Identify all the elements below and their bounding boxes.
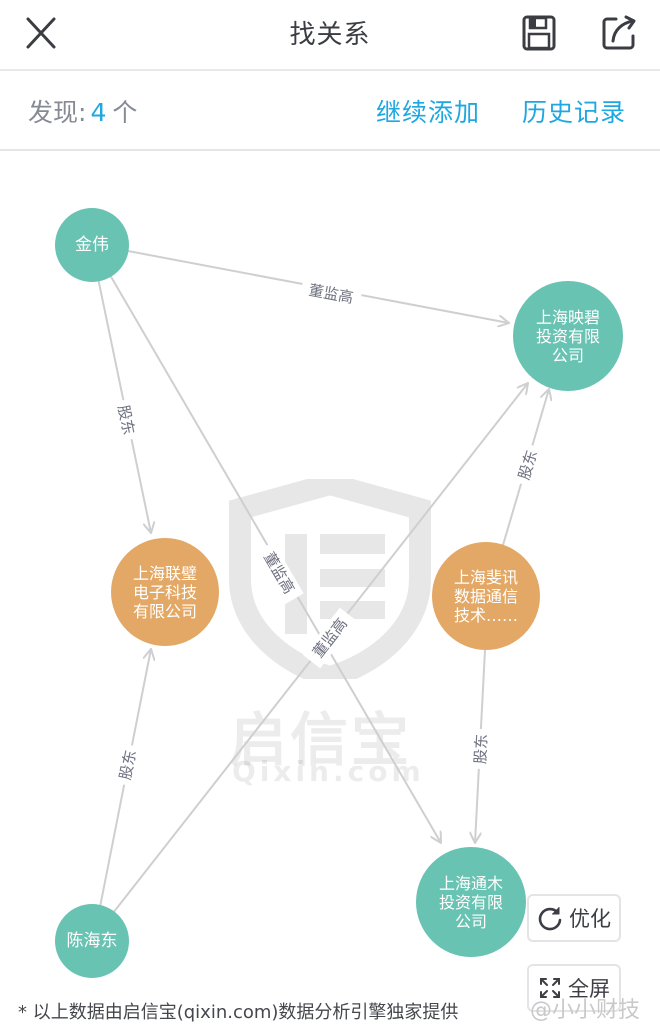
edge-label: 股东	[114, 403, 138, 436]
history-link[interactable]: 历史记录	[522, 98, 627, 127]
graph-edges: 董监高 股东 董监高 董监高 股东 股东	[97, 250, 660, 914]
close-icon	[26, 17, 56, 49]
edge-label: 股东	[116, 748, 140, 781]
found-count: 4	[90, 98, 107, 127]
node-lianbi[interactable]: 上海联璧 电子科技 有限公司	[111, 538, 219, 646]
optimize-button[interactable]: 优化	[527, 894, 621, 942]
fullscreen-button[interactable]: 全屏	[527, 964, 621, 1012]
refresh-icon	[538, 907, 562, 931]
edge-label: 董监高	[260, 549, 298, 597]
node-tongmu[interactable]: 上海通木 投资有限 公司	[416, 847, 526, 957]
add-more-link[interactable]: 继续添加	[376, 98, 481, 127]
edge-label: 股东	[515, 448, 541, 482]
node-jinwei[interactable]: 金伟	[55, 208, 129, 282]
share-export-icon	[602, 15, 636, 50]
edge-label: 董监高	[307, 281, 355, 307]
expand-icon	[540, 978, 560, 998]
found-label: 发现:	[28, 98, 87, 127]
node-yingbi[interactable]: 上海映碧 投资有限 公司	[513, 281, 623, 391]
save-button[interactable]	[520, 14, 558, 52]
found-unit: 个	[112, 98, 138, 127]
data-source-note: * 以上数据由启信宝(qixin.com)数据分析引擎独家提供	[18, 1002, 459, 1023]
node-chenhaidong[interactable]: 陈海东	[55, 904, 129, 978]
watermark-brand: 启信宝	[229, 706, 413, 774]
watermark-domain: Qixin.com	[232, 755, 425, 788]
weibo-watermark: @小小财技	[530, 998, 641, 1023]
floppy-disk-icon	[522, 15, 556, 51]
top-bar: 找关系	[0, 0, 660, 71]
optimize-label: 优化	[569, 907, 611, 931]
edge-label: 股东	[471, 734, 491, 765]
page-title: 找关系	[289, 20, 371, 50]
fullscreen-label: 全屏	[568, 977, 610, 1001]
node-feixun[interactable]: 上海斐讯 数据通信 技术……	[432, 542, 540, 650]
share-button[interactable]	[600, 14, 638, 52]
close-button[interactable]	[22, 14, 60, 52]
